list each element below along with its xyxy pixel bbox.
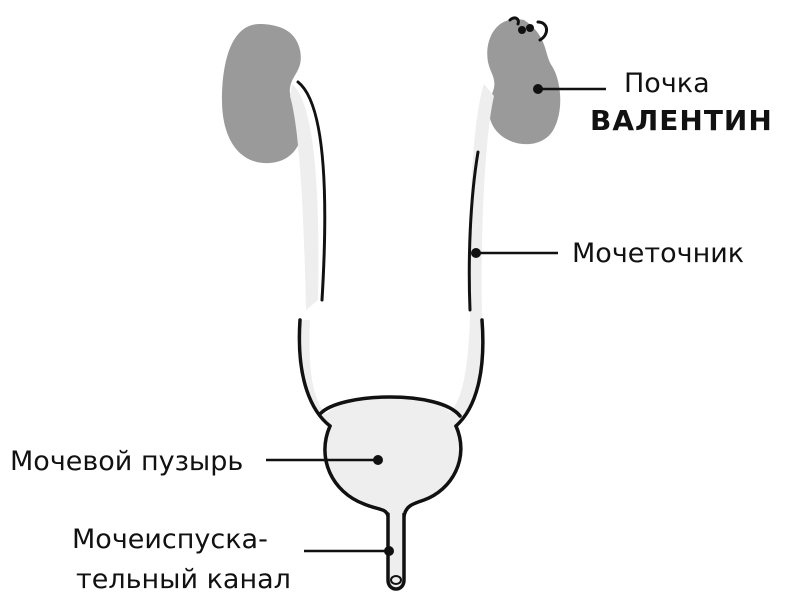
ureter-label: Мочеточник xyxy=(572,238,744,269)
right-kidney-valentin xyxy=(487,19,561,145)
bladder-pointer xyxy=(266,455,383,465)
left-ureter xyxy=(290,84,319,310)
bladder-label: Мочевой пузырь xyxy=(10,446,243,477)
urethra-label-line2: тельный канал xyxy=(76,564,291,595)
urethra-outline xyxy=(386,512,406,591)
kidney-label-line1: Почка xyxy=(624,68,710,99)
left-ureter-outline xyxy=(296,80,327,302)
ureter-pointer xyxy=(471,248,558,258)
bladder-body xyxy=(299,318,483,512)
right-ureter xyxy=(469,84,494,322)
urethra-pointer xyxy=(304,546,394,556)
kidney-pointer xyxy=(533,84,606,94)
urethra-opening xyxy=(390,575,402,585)
left-kidney xyxy=(222,23,303,164)
urethra xyxy=(388,512,404,588)
kidney-label-line2: ВАЛЕНТИН xyxy=(590,104,773,137)
bladder-outline xyxy=(297,318,485,518)
right-ureter-outline xyxy=(467,150,480,312)
urethra-label-line1: Мочеиспуска- xyxy=(72,524,268,555)
kidney-face-icon xyxy=(508,16,548,42)
